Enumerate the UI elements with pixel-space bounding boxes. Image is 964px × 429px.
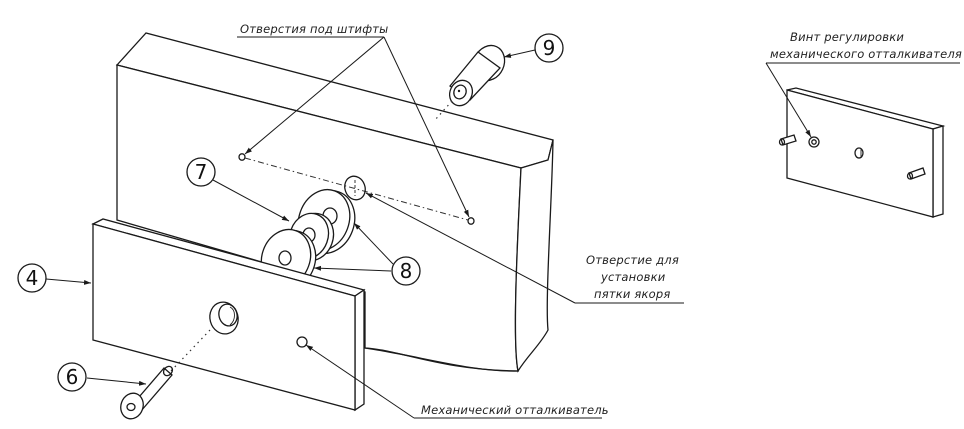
pusher-hole (296, 336, 308, 348)
balloon-4 (17, 263, 47, 293)
balloon-8 (391, 256, 421, 286)
anchor-hole-label-line3: пятки якоря (594, 287, 671, 301)
mech-pusher-label: Механический отталкиватель (421, 403, 609, 417)
pin-axis-line (244, 157, 469, 221)
part-9-pin (434, 44, 506, 121)
anchor-hole-label-line1: Отверстие для (586, 253, 679, 267)
balloon-4-number: 4 (26, 266, 39, 290)
label-mech-pusher (305, 344, 602, 419)
balloon-7-number: 7 (195, 160, 208, 184)
adjust-screw-label-line2: механического отталкивателя (770, 47, 962, 61)
label-adjust-screw (765, 62, 960, 138)
label-pin-holes (237, 36, 470, 218)
pin-hole-left (238, 153, 246, 161)
balloon-7 (186, 157, 216, 187)
anchor-heel-hole (344, 175, 366, 201)
anchor-hole-label-line2: установки (600, 270, 666, 284)
adjust-screw-label-line1: Винт регулировки (790, 30, 904, 44)
balloon-6 (57, 362, 87, 392)
balloon-8-number: 8 (400, 259, 413, 283)
pin-holes-label: Отверстия под штифты (240, 22, 388, 36)
balloon-9-number: 9 (543, 36, 556, 60)
label-anchor-hole (365, 192, 684, 304)
pin-hole-right (467, 217, 475, 225)
part-6-bolt (120, 329, 211, 420)
detail-plate (778, 87, 946, 218)
balloon-6-number: 6 (66, 365, 79, 389)
balloon-9 (534, 33, 564, 63)
adjust-screw (808, 136, 820, 148)
